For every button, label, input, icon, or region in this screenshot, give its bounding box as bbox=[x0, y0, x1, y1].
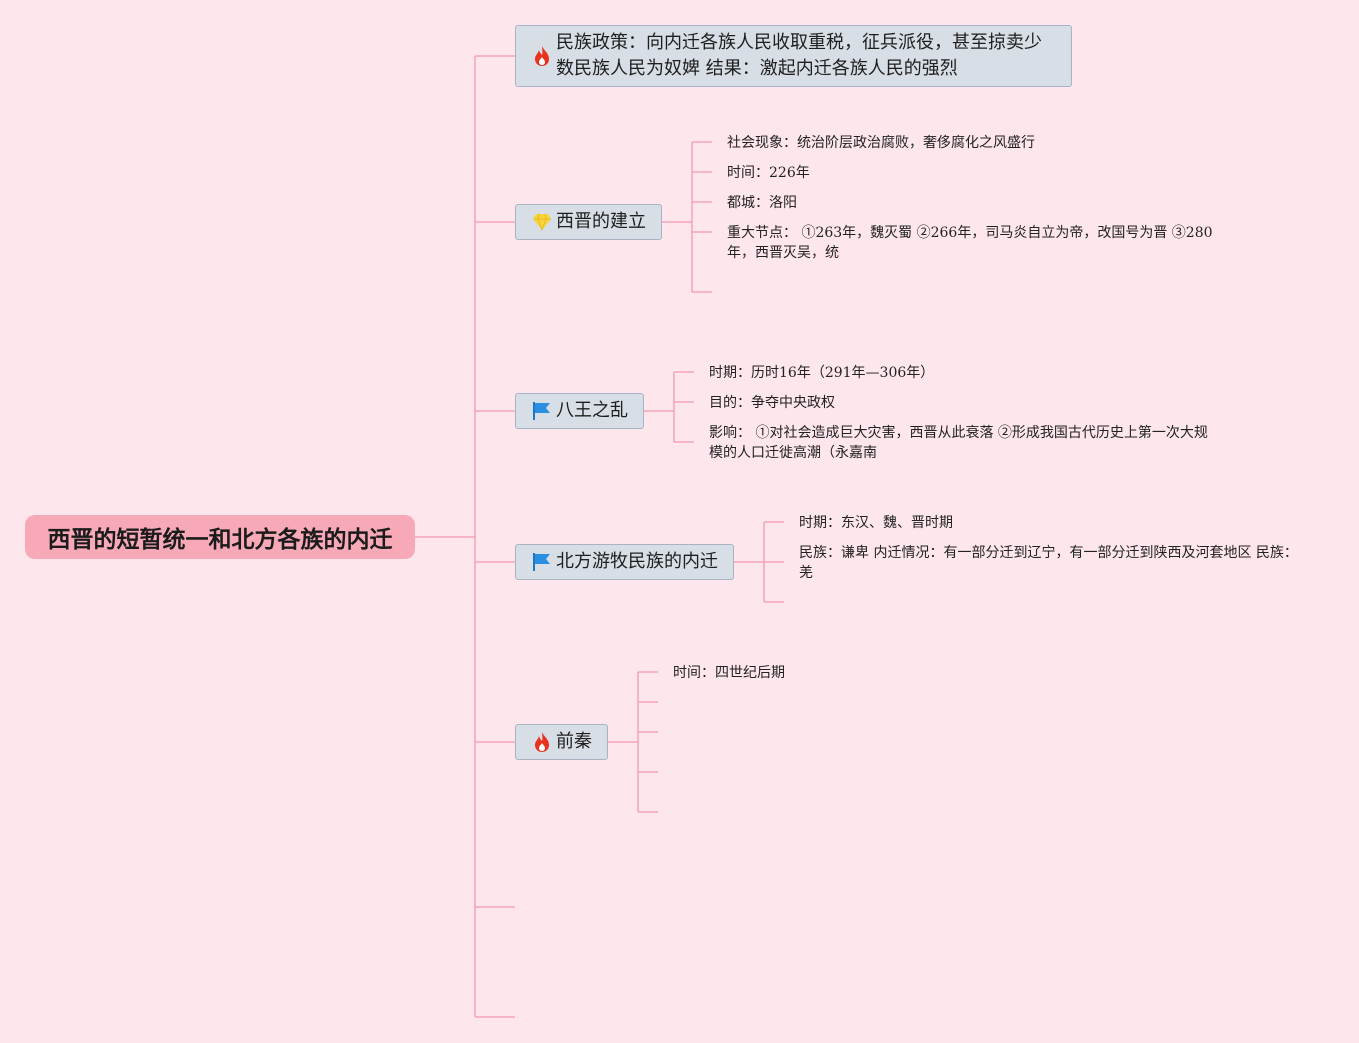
leaf-time[interactable]: 时间：四世纪后期 bbox=[673, 665, 785, 681]
subtrunk-topic-2 bbox=[662, 142, 693, 292]
subtrunk-topic-3 bbox=[644, 372, 675, 442]
fire-icon bbox=[532, 45, 552, 67]
root-label: 西晋的短暂统一和北方各族的内迁 bbox=[47, 527, 393, 553]
leaf-key-events[interactable]: 重大节点： ①263年，魏灭蜀 ②266年，司马炎自立为帝，改国号为晋 ③280… bbox=[727, 225, 1213, 261]
leaf-period[interactable]: 时期：历时16年（291年—306年） bbox=[709, 365, 935, 381]
fire-icon bbox=[532, 731, 552, 753]
topic-label: 八王之乱 bbox=[556, 400, 628, 421]
diamond-icon bbox=[532, 211, 552, 233]
topic-label: 北方游牧民族的内迁 bbox=[556, 551, 718, 572]
topic-former-qin[interactable]: 前秦 bbox=[515, 724, 608, 760]
leaf-impact[interactable]: 影响： ①对社会造成巨大灾害，西晋从此衰落 ②形成我国古代历史上第一次大规模的人… bbox=[709, 425, 1208, 461]
flag-icon bbox=[532, 551, 552, 573]
topic-war-of-eight-princes[interactable]: 八王之乱 bbox=[515, 393, 644, 429]
leaf-time[interactable]: 时间：226年 bbox=[727, 165, 810, 181]
flag-icon bbox=[532, 400, 552, 422]
leaf-social-phenomenon[interactable]: 社会现象：统治阶层政治腐败，奢侈腐化之风盛行 bbox=[727, 135, 1035, 151]
root-topic[interactable]: 西晋的短暂统一和北方各族的内迁 bbox=[25, 515, 415, 559]
topic-label: 前秦 bbox=[556, 731, 592, 752]
topic-label: 西晋的建立 bbox=[556, 211, 646, 232]
topic-western-jin-founding[interactable]: 西晋的建立 bbox=[515, 204, 662, 240]
topic-ethnic-policy[interactable]: 民族政策：向内迁各族人民收取重税，征兵派役，甚至掠卖少数民族人民为奴婢 结果：激… bbox=[515, 25, 1072, 87]
leaf-purpose[interactable]: 目的：争夺中央政权 bbox=[709, 395, 835, 411]
subtrunk-topic-5 bbox=[608, 672, 639, 812]
leaf-period[interactable]: 时期：东汉、魏、晋时期 bbox=[799, 515, 953, 531]
subtrunk-topic-4 bbox=[734, 522, 765, 602]
topic-nomad-migration[interactable]: 北方游牧民族的内迁 bbox=[515, 544, 734, 580]
leaf-ethnic-groups[interactable]: 民族：谦卑 内迁情况：有一部分迁到辽宁，有一部分迁到陕西及河套地区 民族：羌 bbox=[799, 545, 1298, 581]
topic-label: 民族政策：向内迁各族人民收取重税，征兵派役，甚至掠卖少数民族人民为奴婢 结果：激… bbox=[556, 32, 1042, 79]
leaf-capital[interactable]: 都城：洛阳 bbox=[727, 195, 797, 211]
